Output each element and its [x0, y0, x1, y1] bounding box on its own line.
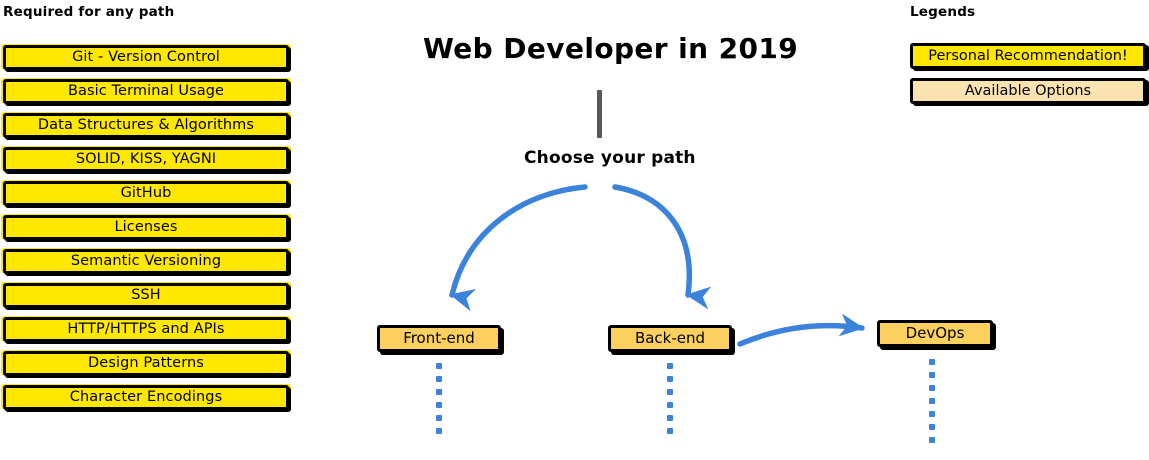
required-topic-label: Character Encodings	[69, 389, 223, 406]
legend-item-available-options: Available Options	[910, 78, 1146, 104]
path-box-label: Front-end	[403, 329, 475, 347]
required-topic-git[interactable]: Git - Version Control	[3, 45, 289, 70]
page-title: Web Developer in 2019	[423, 32, 799, 65]
path-box-frontend[interactable]: Front-end	[377, 325, 501, 352]
arrow-backend-to-devops	[737, 313, 865, 347]
trail-dot	[436, 415, 442, 421]
trail-dot	[436, 363, 442, 369]
required-topic-label: GitHub	[120, 185, 172, 202]
required-topic-solid[interactable]: SOLID, KISS, YAGNI	[3, 147, 289, 172]
path-box-label: Back-end	[634, 329, 706, 347]
required-topic-label: SOLID, KISS, YAGNI	[75, 151, 217, 168]
path-box-devops[interactable]: DevOps	[877, 320, 993, 347]
trail-dot	[667, 402, 673, 408]
required-section-heading: Required for any path	[3, 4, 175, 20]
required-topic-data-structures[interactable]: Data Structures & Algorithms	[3, 113, 289, 138]
arrow-to-frontend	[449, 184, 588, 312]
path-box-backend[interactable]: Back-end	[608, 325, 732, 352]
required-topic-list: Git - Version Control Basic Terminal Usa…	[3, 45, 289, 419]
trail-dot	[667, 415, 673, 421]
required-topic-licenses[interactable]: Licenses	[3, 215, 289, 240]
trail-dot	[436, 402, 442, 408]
choose-path-label: Choose your path	[524, 148, 696, 168]
required-topic-label: HTTP/HTTPS and APIs	[67, 321, 225, 338]
required-topic-label: SSH	[131, 287, 161, 304]
required-topic-github[interactable]: GitHub	[3, 181, 289, 206]
path-box-label: DevOps	[905, 324, 965, 342]
trail-dot	[929, 437, 935, 443]
legend-item-label: Personal Recommendation!	[928, 47, 1128, 64]
dot-trail-backend	[667, 363, 673, 434]
trail-dot	[436, 389, 442, 395]
trail-dot	[667, 428, 673, 434]
required-topic-semantic-versioning[interactable]: Semantic Versioning	[3, 249, 289, 274]
trail-dot	[667, 363, 673, 369]
dot-trail-frontend	[436, 363, 442, 434]
required-topic-character-encodings[interactable]: Character Encodings	[3, 385, 289, 410]
required-topic-label: Git - Version Control	[72, 49, 220, 66]
required-topic-http-apis[interactable]: HTTP/HTTPS and APIs	[3, 317, 289, 342]
trail-dot	[929, 411, 935, 417]
required-topic-design-patterns[interactable]: Design Patterns	[3, 351, 289, 376]
required-topic-label: Data Structures & Algorithms	[37, 117, 255, 134]
required-topic-label: Basic Terminal Usage	[67, 83, 225, 100]
trail-dot	[667, 376, 673, 382]
trail-dot	[929, 372, 935, 378]
required-topic-ssh[interactable]: SSH	[3, 283, 289, 308]
required-topic-label: Design Patterns	[88, 355, 204, 372]
title-stem-line	[597, 90, 602, 138]
required-topic-terminal[interactable]: Basic Terminal Usage	[3, 79, 289, 104]
trail-dot	[436, 376, 442, 382]
arrow-to-backend	[612, 184, 712, 310]
trail-dot	[929, 385, 935, 391]
required-topic-label: Licenses	[114, 219, 178, 236]
legend-list: Personal Recommendation! Available Optio…	[910, 43, 1146, 113]
legends-section-heading: Legends	[910, 4, 976, 20]
required-topic-label: Semantic Versioning	[70, 253, 222, 270]
legend-item-label: Available Options	[964, 82, 1092, 99]
legend-item-personal-recommendation: Personal Recommendation!	[910, 43, 1146, 69]
trail-dot	[929, 359, 935, 365]
trail-dot	[667, 389, 673, 395]
trail-dot	[929, 398, 935, 404]
trail-dot	[436, 428, 442, 434]
trail-dot	[929, 424, 935, 430]
dot-trail-devops	[929, 359, 935, 443]
